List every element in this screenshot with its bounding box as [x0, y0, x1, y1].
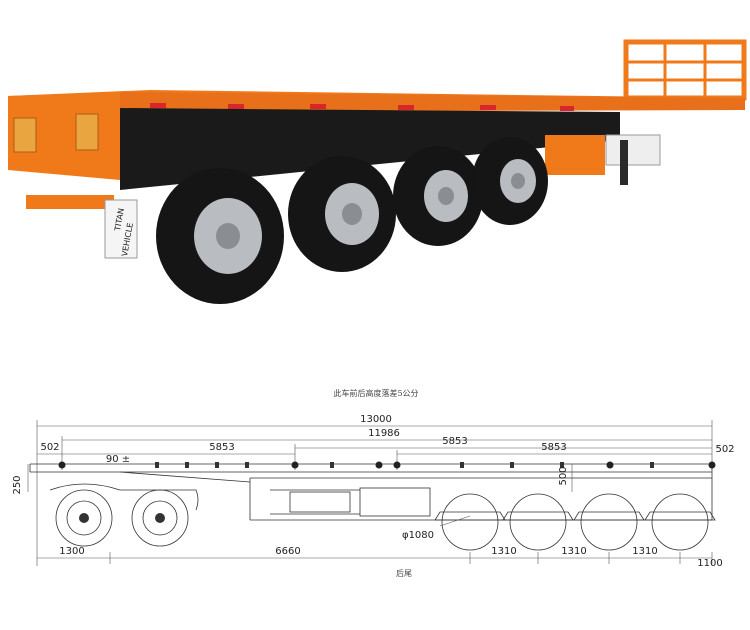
wheel-axle-4 — [472, 137, 548, 225]
dim-rear-offset: 502 — [715, 444, 734, 455]
wheel-axle-1 — [156, 168, 284, 304]
dim-height-left: 250 — [12, 475, 23, 494]
rear-light-right — [75, 113, 99, 151]
reflective-stripes — [150, 103, 574, 111]
dim-axle-3: 1310 — [632, 546, 657, 557]
note-bottom: 后尾 — [396, 568, 412, 578]
chassis-frame — [120, 108, 620, 190]
rear-bumper — [26, 195, 114, 209]
dim-small-label: 90 ± — [106, 454, 130, 465]
dim-front-offset: 502 — [40, 442, 59, 453]
dim-total-length: 13000 — [360, 414, 392, 425]
stake-pockets — [155, 462, 654, 468]
dim-inner-length: 11986 — [368, 428, 400, 439]
tractor-fender — [49, 483, 199, 511]
dimension-lines — [36, 420, 713, 566]
dim-segment-1: 5853 — [209, 442, 234, 453]
tractor-wheel-1 — [55, 489, 113, 547]
note-top: 此车前后高度落差5公分 — [333, 388, 418, 398]
mud-flap: TITAN VEHICLE — [104, 199, 138, 259]
dim-kingpin: 1300 — [59, 546, 84, 557]
dim-segment-2: 5853 — [442, 436, 467, 447]
twist-locks — [58, 461, 716, 469]
dim-rear-overhang: 1100 — [697, 558, 722, 569]
trailer-photo: TITAN VEHICLE — [8, 39, 747, 304]
bottom-dimension-line — [37, 552, 713, 564]
wheel-axle-3 — [393, 146, 483, 246]
dim-wheelbase: 6660 — [275, 546, 300, 557]
trailer-wheel-2 — [502, 493, 574, 551]
toolbox — [545, 135, 605, 175]
dim-height-right: 500 — [558, 466, 569, 485]
landing-gear — [620, 140, 628, 185]
trailer-wheel-1 — [434, 493, 506, 551]
trailer-wheel-3 — [573, 493, 645, 551]
brand-text-1: TITAN — [113, 207, 126, 232]
side-tag-panel — [605, 134, 661, 166]
dim-axle-1: 1310 — [491, 546, 516, 557]
dim-axle-2: 1310 — [561, 546, 586, 557]
wheel-axle-2 — [288, 156, 396, 272]
front-headboard-rack — [623, 39, 747, 101]
dim-wheel-diameter: φ1080 — [402, 530, 434, 541]
dim-segment-3: 5853 — [541, 442, 566, 453]
tractor-wheel-2 — [131, 489, 189, 547]
technical-drawing: 此车前后高度落差5公分 13000 11986 502 502 5853 585… — [12, 388, 735, 578]
side-rail — [118, 92, 745, 112]
trailer-wheel-4 — [644, 493, 716, 551]
rear-light-left — [13, 117, 37, 153]
